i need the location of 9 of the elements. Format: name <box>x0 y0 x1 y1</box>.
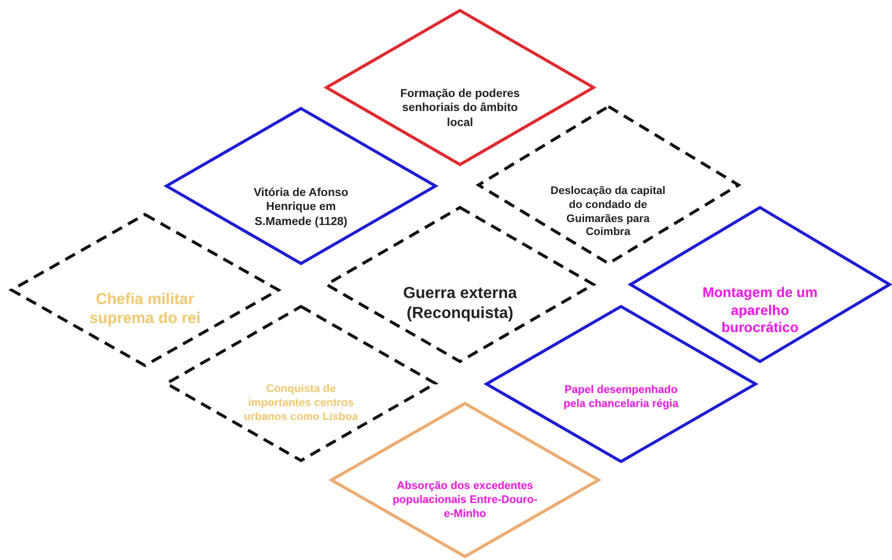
diamond-text: Conquista de importantes centros urbanos como Lisboa <box>242 383 360 424</box>
diamond-text: Deslocação da capital do condado de Guimarães para Coimbra <box>550 185 666 240</box>
diamond-text: Chefia militar suprema do rei <box>88 290 202 329</box>
diamond-text: Guerra externa (Reconquista) <box>402 284 518 324</box>
diamond-text: Papel desempenhado pela chancelaria régia <box>562 384 680 412</box>
diamond-text: Formação de poderes senhoriais do âmbito local <box>399 87 521 130</box>
diamond-text: Montagem de um aparelho burocrático <box>701 284 819 336</box>
diamond-text: Absorção dos excedentes populacionais Entre-Douro-e-Minho <box>392 480 538 522</box>
diamond-text: Vitória de Afonso Henrique em S.Mamede (1128) <box>252 186 350 230</box>
